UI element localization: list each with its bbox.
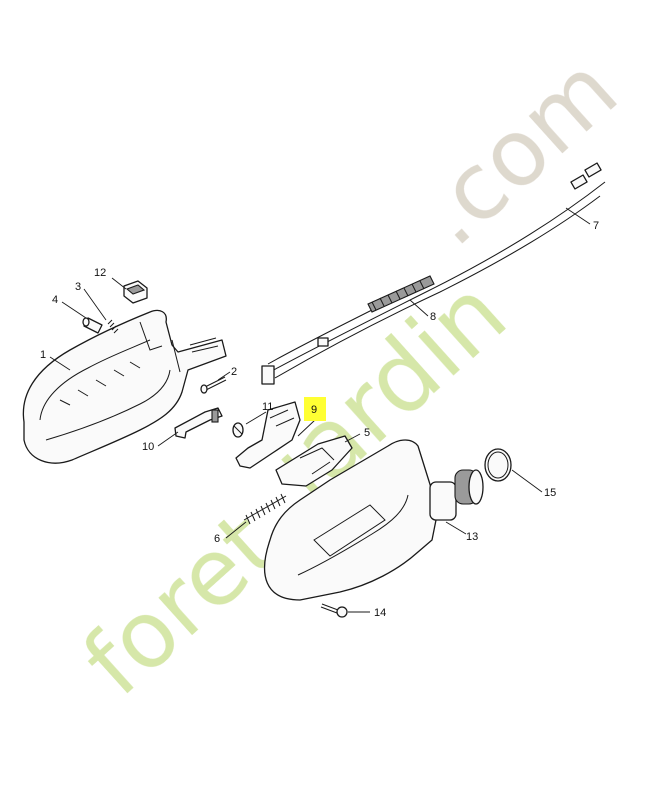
callout-13[interactable]: 13	[466, 531, 478, 543]
part-11-spring-ring	[232, 422, 244, 438]
part-3-spring	[107, 319, 119, 334]
highlight-box-9	[304, 397, 326, 421]
callout-9[interactable]: 9	[311, 404, 317, 416]
part-6-spring	[243, 493, 287, 525]
callout-2[interactable]: 2	[231, 366, 237, 378]
part-12-button	[123, 280, 148, 304]
part-1-handle-housing	[22, 309, 227, 464]
part-8-cable-sleeve	[367, 275, 435, 313]
part-2-screw	[200, 376, 227, 394]
callout-15[interactable]: 15	[544, 487, 556, 499]
callout-12[interactable]: 12	[94, 267, 106, 279]
callouts: 1 2 3 4 5 6 7 8 9 10 11 12 13 14 15	[40, 220, 599, 619]
callout-7[interactable]: 7	[593, 220, 599, 232]
callout-5[interactable]: 5	[364, 427, 370, 439]
part-4-pin	[82, 317, 103, 334]
part-15-o-ring	[484, 448, 512, 482]
part-5-lock-lever	[275, 435, 353, 487]
callout-3[interactable]: 3	[75, 281, 81, 293]
callout-11[interactable]: 11	[262, 401, 273, 413]
callout-8[interactable]: 8	[430, 311, 436, 323]
callout-1[interactable]: 1	[40, 349, 46, 361]
part-13-right-handle	[263, 439, 484, 601]
watermark-com: .com	[398, 36, 637, 267]
watermark-fore: foret	[63, 492, 296, 717]
part-7-cable-harness	[261, 162, 606, 385]
callout-14[interactable]: 14	[374, 607, 386, 619]
callout-6[interactable]: 6	[214, 533, 220, 545]
callout-4[interactable]: 4	[52, 294, 58, 306]
leader-lines	[49, 207, 591, 613]
callout-10[interactable]: 10	[142, 441, 154, 453]
part-14-screw	[320, 603, 348, 618]
part-9-trigger	[235, 401, 301, 469]
part-10-lever	[174, 407, 223, 439]
